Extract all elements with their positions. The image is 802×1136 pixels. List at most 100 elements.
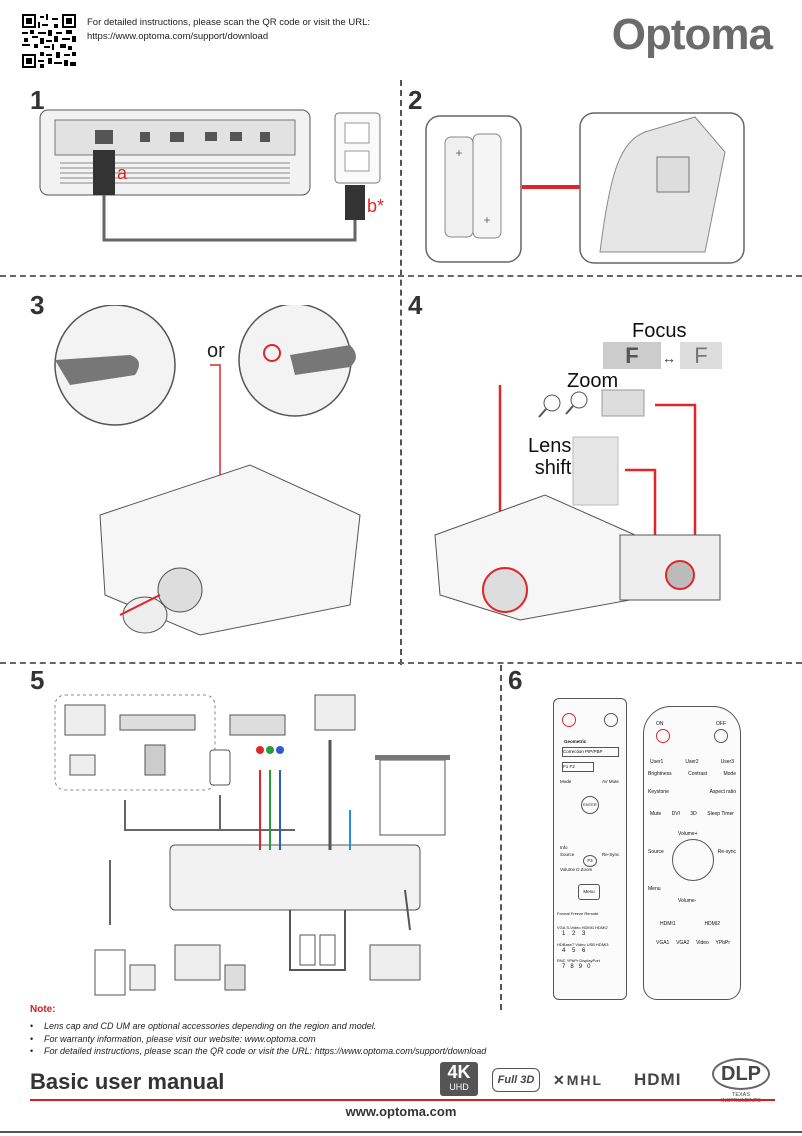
step-number-5: 5 [30,665,45,695]
remote1-key-6[interactable]: 6 [582,948,586,954]
remote2-dvi[interactable]: DVI [671,811,680,817]
lens-shift-label: Lens shift [528,435,571,479]
shift-label: shift [534,457,572,479]
logo-uhd: UHD [449,1082,469,1092]
remote2-vga1[interactable]: VGA1 [656,940,670,946]
remote2-off: OFF [716,721,726,727]
remote2-contrast[interactable]: Contrast [688,771,707,777]
remote1-remote: Remote [584,911,599,916]
step3-power-on-illustration [54,305,361,636]
remote1-key-9[interactable]: 9 [578,964,583,970]
remote2-mute[interactable]: Mute [650,811,662,817]
step1-power-illustration [39,109,381,242]
focus-blurry: F [603,342,661,369]
qr-code [22,14,76,68]
remote1-hdbaset: HDBaseT [557,942,575,947]
remote2-resync[interactable]: Re-sync [717,849,736,855]
brand-logo: Optoma [611,10,773,59]
zoom-label: Zoom [567,370,619,392]
remote1-resync: Re-Sync [602,852,620,857]
remote1-key-5[interactable]: 5 [572,948,576,954]
note-item: For detailed instructions, please scan t… [30,1045,486,1058]
remote2-3d[interactable]: 3D [690,811,697,817]
remote2-user1[interactable]: User1 [650,759,664,765]
remote1-enter-button[interactable]: ENTER [581,796,599,814]
remote2-hdmi-row: HDMI1 HDMI2 [660,921,720,927]
remote2-brightness-row: Brightness Contrast Mode [648,771,736,777]
remote2-vga2[interactable]: VGA2 [676,940,690,946]
logo-dlp: DLP TEXAS INSTRUMENTS [712,1058,770,1104]
remote1-dpad[interactable]: ENTER [574,789,604,819]
remote1-key-4[interactable]: 4 [562,948,566,954]
remote2-dpad[interactable] [672,839,714,881]
remote2-mode[interactable]: Mode [723,771,736,777]
remote2-aspect[interactable]: Aspect ratio [709,789,736,795]
remote2-volume-up[interactable]: Volume+ [678,831,698,837]
remote1-key-0[interactable]: 0 [587,964,591,970]
remote1-info: Info [560,845,568,850]
remote1-rnc: RNC [557,958,566,963]
logo-mhl-text: MHL [566,1072,604,1088]
remote2-menu[interactable]: Menu [648,886,661,892]
remote1-key-8[interactable]: 8 [570,964,574,970]
remote1-row-rnc: RNC YPbPr DisplayPort [557,958,600,963]
remote1-row-format: Format Freeze Remote [557,911,598,916]
logo-hdmi: HDMI [634,1070,682,1089]
remote1-key-3[interactable]: 3 [582,931,586,937]
remote1-key-1[interactable]: 1 [562,931,566,937]
logo-4k-uhd: 4K UHD [440,1062,478,1096]
label-b: b* [367,196,385,216]
remote1-correction-button[interactable]: Correction PIP/PBP [562,747,619,757]
remote1-correction-label: Correction [563,749,584,754]
remote2-sleep[interactable]: Sleep Timer [707,811,734,817]
bottom-rule [0,1131,802,1133]
remote-control-2: ON OFF User1 User2 User3 Brightness Contras… [643,706,741,1000]
qr-instructions: For detailed instructions, please scan t… [87,16,370,44]
remote1-menu-button[interactable]: Menu [578,884,600,900]
footer-url[interactable]: www.optoma.com [345,1104,457,1119]
remote2-on: ON [656,721,664,727]
remote2-user3[interactable]: User3 [720,759,734,765]
remote1-geometric: Geometric [564,739,587,744]
remote2-mute-row: Mute DVI 3D Sleep Timer [650,811,734,817]
logo-ti-text: TEXAS INSTRUMENTS [721,1092,761,1104]
remote2-keystone[interactable]: Keystone [648,789,669,795]
remote2-volume-down[interactable]: Volume- [678,898,697,904]
remote1-key-2[interactable]: 2 [572,931,576,937]
power-off-icon[interactable] [604,713,618,727]
remote2-user2[interactable]: User2 [685,759,699,765]
step-number-6: 6 [508,665,523,695]
logo-dlp-text: DLP [712,1058,770,1090]
remote2-hdmi2[interactable]: HDMI2 [704,921,720,927]
note-item: Lens cap and CD UM are optional accessor… [30,1020,486,1033]
remote1-f3-button[interactable]: F3 [583,855,597,867]
remote1-hdmi3: HDMI3 [596,942,609,947]
lens-label: Lens [528,435,572,457]
remote1-f1f2-button[interactable]: F1 F2 [562,762,594,772]
step-number-2: 2 [408,85,423,115]
remote-control-1: Geometric Correction PIP/PBP F1 F2 Mode … [553,698,627,1000]
remote2-power-off-icon[interactable] [714,729,728,743]
remote2-brightness[interactable]: Brightness [648,771,672,777]
remote1-key-7[interactable]: 7 [562,964,566,970]
svg-text:+: + [455,146,462,160]
remote1-hdmi1: HDMI1 [581,925,595,930]
mhl-mark-icon: ✕ [553,1072,567,1088]
focus-arrow-icon: ↔ [662,350,676,366]
notes-list: Lens cap and CD UM are optional accessor… [30,1020,486,1058]
remote2-power-on-icon[interactable] [656,729,670,743]
qr-instructions-line1: For detailed instructions, please scan t… [87,17,371,28]
title-underline [30,1099,775,1101]
remote1-displayport: DisplayPort [579,958,600,963]
remote2-ypbpr[interactable]: YPbPr [715,940,730,946]
remote2-source[interactable]: Source [648,849,664,855]
remote1-pip-label: PIP/PBP [585,749,603,754]
note-item: For warranty information, please visit o… [30,1033,486,1046]
step-number-3: 3 [30,290,45,320]
remote2-video[interactable]: Video [696,940,709,946]
remote1-ypbpr: YPbPr [566,958,579,963]
remote1-row-hdbaset: HDBaseT Video USB HDMI3 [557,942,609,947]
remote2-hdmi1[interactable]: HDMI1 [660,921,676,927]
remote1-row-7890: 7 8 9 0 [562,964,590,970]
power-on-icon[interactable] [562,713,576,727]
